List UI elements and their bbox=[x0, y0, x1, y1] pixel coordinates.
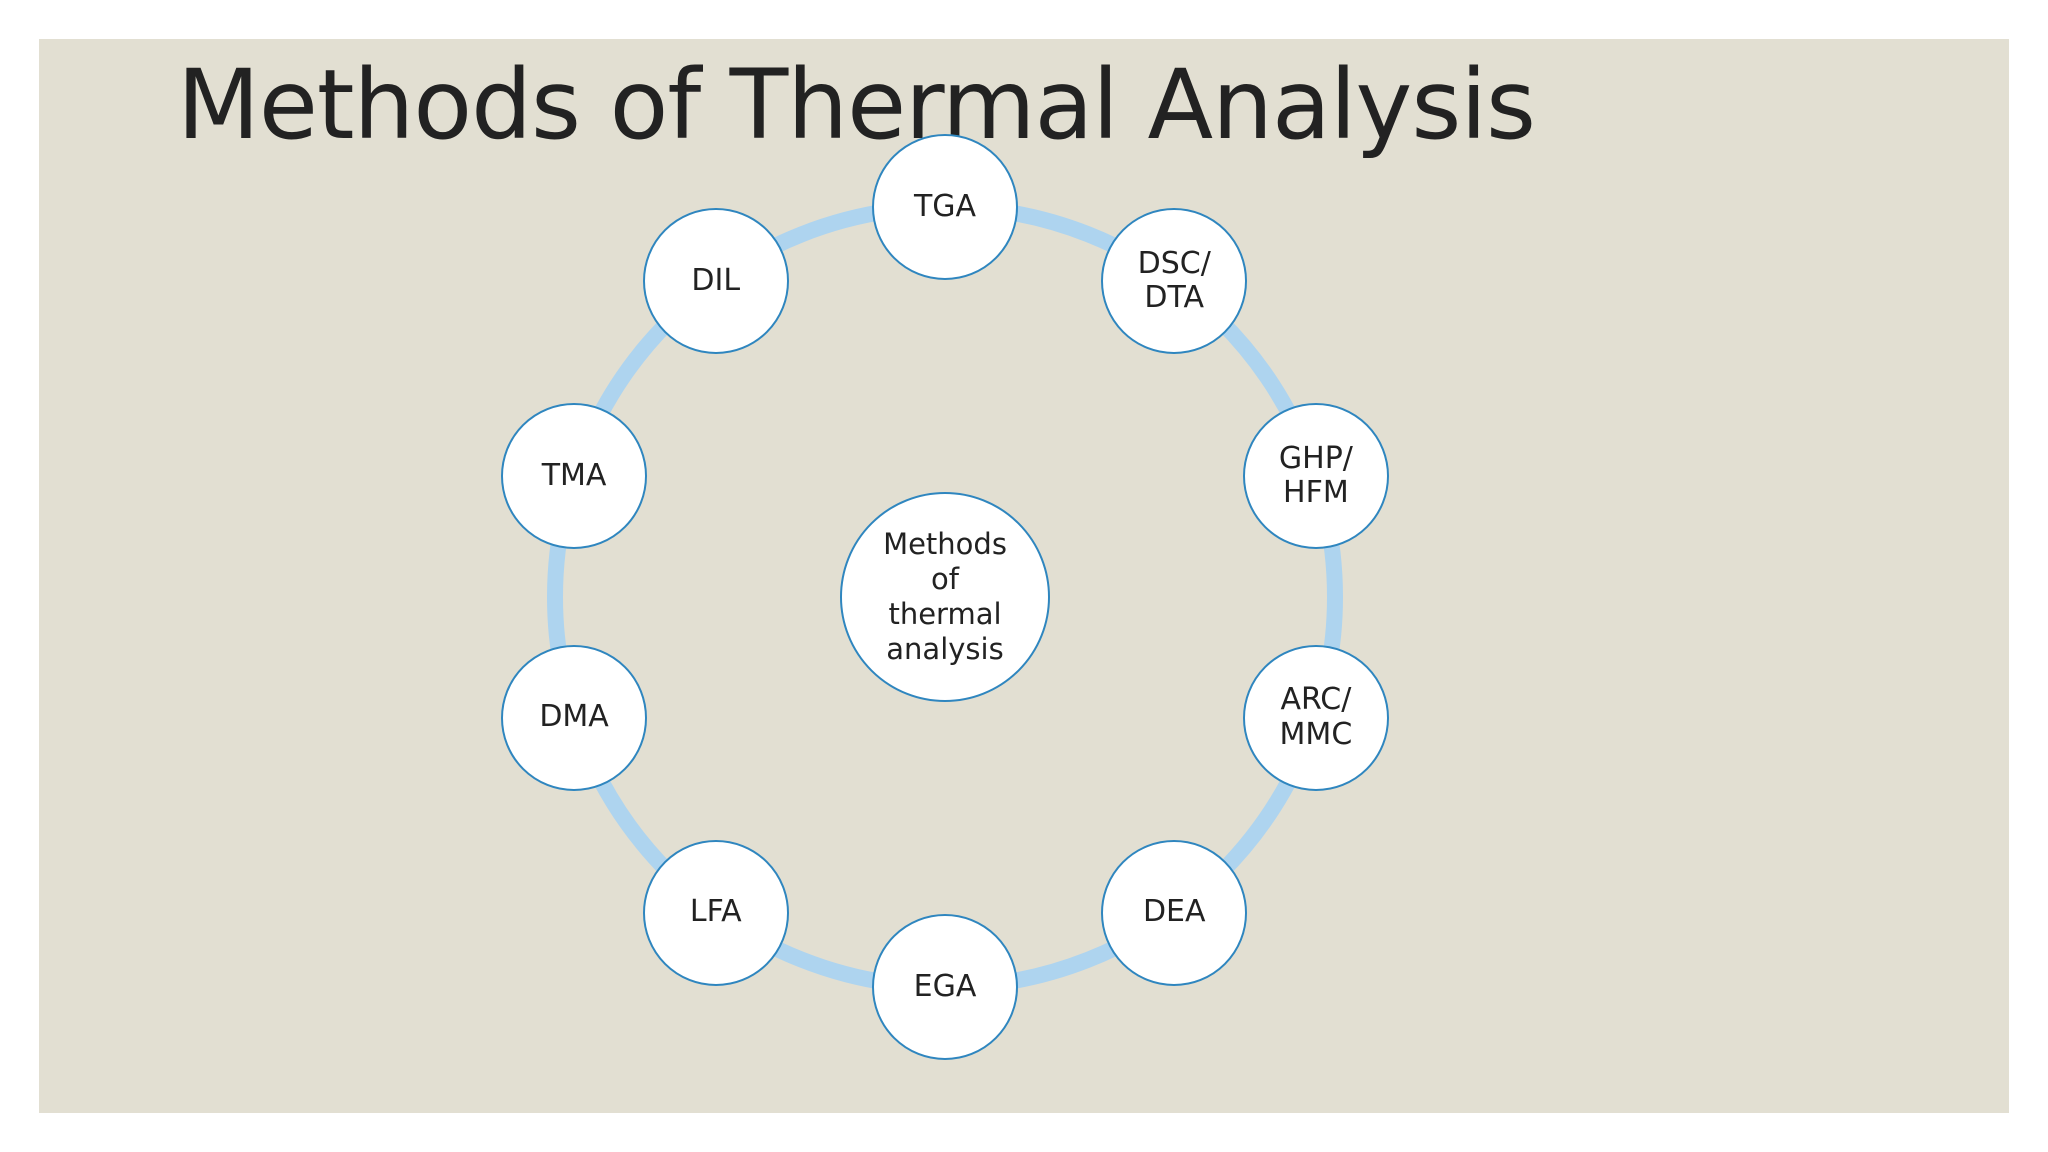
node-lfa: LFA bbox=[642, 839, 789, 986]
node-dil: DIL bbox=[642, 208, 789, 355]
slide-title: Methods of Thermal Analysis bbox=[177, 49, 1536, 161]
center-node: Methods of thermal analysis bbox=[840, 492, 1050, 702]
node-tma: TMA bbox=[501, 403, 648, 550]
node-dma: DMA bbox=[501, 644, 648, 791]
node-dea: DEA bbox=[1101, 839, 1248, 986]
slide: Methods of Thermal Analysis Methods of t… bbox=[39, 39, 2009, 1113]
node-arc-mmc: ARC/ MMC bbox=[1242, 644, 1389, 791]
node-dsc-dta: DSC/ DTA bbox=[1101, 208, 1248, 355]
node-ega: EGA bbox=[872, 914, 1018, 1060]
node-tga: TGA bbox=[872, 134, 1018, 280]
node-ghp-hfm: GHP/ HFM bbox=[1242, 403, 1389, 550]
